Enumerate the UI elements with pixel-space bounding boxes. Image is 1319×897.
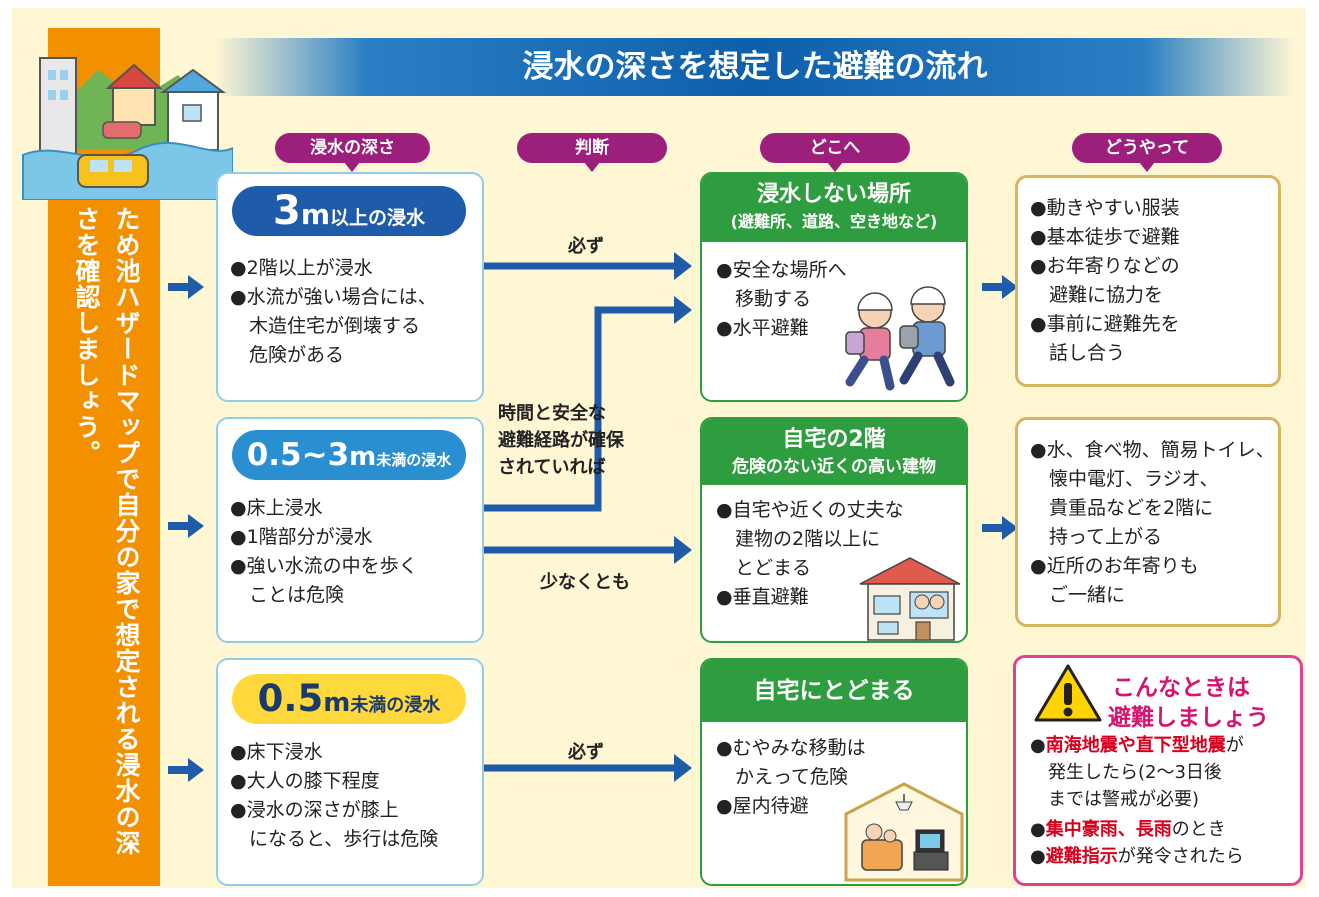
header-how-pointer [1139, 162, 1155, 172]
depth-suffix: 未満の浸水 [350, 695, 441, 716]
how-box-2 [1015, 417, 1281, 627]
depth-number: 0.5 [257, 677, 324, 720]
depth-suffix: 以上の浸水 [330, 207, 426, 229]
header-depth: 浸水の深さ [275, 133, 430, 163]
judgment-conditional: 時間と安全な 避難経路が確保 されていれば [498, 403, 624, 478]
destination-subtitle: 危険のない近くの高い建物 [732, 457, 936, 477]
judgment-at-least: 少なくとも [540, 572, 630, 593]
depth-body-0.5m: ●床下浸水 ●大人の膝下程度 ●浸水の深さが膝上 になると、歩行は危険 [230, 741, 439, 850]
destination-body-3: ●むやみな移動は かえって危険 ●屋内待避 [716, 737, 866, 817]
judgment-arrows [484, 252, 692, 782]
flooded-town-illustration [18, 30, 234, 201]
header-where: どこへ [760, 133, 910, 163]
how-box-1 [1015, 175, 1281, 387]
destination-subtitle: (避難所、道路、空き地など) [730, 212, 938, 231]
destination-title: 自宅にとどまる [753, 678, 915, 704]
header-judgment-pointer [584, 162, 600, 172]
depth-unit: m [323, 688, 351, 718]
depth-unit: m [349, 442, 377, 472]
caution-item-rain: ●集中豪雨、長雨のとき [1030, 819, 1226, 840]
arrow-left-3 [168, 766, 190, 774]
arrow-right-1-head [1002, 275, 1018, 299]
depth-body-0.5-3m: ●床上浸水 ●1階部分が浸水 ●強い水流の中を歩く ことは危険 [230, 497, 418, 606]
side-instruction-text: ため池ハザードマップで自分の家で想定される浸水の深さを確認しましょう。 [72, 206, 141, 856]
caution-title-line-2: 避難しましょう [1108, 705, 1269, 731]
depth-unit: m [300, 198, 330, 231]
arrow-left-2-head [188, 514, 204, 538]
arrow-left-2 [168, 522, 190, 530]
arrow-left-3-head [188, 758, 204, 782]
arrow-left-1 [168, 283, 190, 291]
judgment-must-1: 必ず [568, 236, 604, 257]
destination-box-1: 浸水しない場所 (避難所、道路、空き地など) [700, 172, 968, 402]
title-band [215, 38, 1295, 96]
caution-item-order: ●避難指示が発令されたら [1030, 846, 1244, 867]
depth-label-0.5m: 0.5m未満の浸水 [232, 674, 466, 724]
house-illustration [856, 554, 964, 642]
depth-body-3m: ●2階以上が浸水 ●水流が強い場合には、 木造住宅が倒壊する 危険がある [230, 257, 437, 366]
destination-box-3: 自宅にとどまる [700, 658, 968, 886]
how-body-2: ●水、食べ物、簡易トイレ、 懐中電灯、ラジオ、 貴重品などを2階に 持って上がる… [1030, 439, 1275, 606]
family-indoors-illustration [842, 780, 966, 884]
arrow-right-1 [982, 283, 1004, 291]
arrow-right-2-head [1002, 516, 1018, 540]
judgment-must-2: 必ず [568, 742, 604, 763]
caution-rain-text: のとき [1171, 819, 1226, 840]
page-title: 浸水の深さを想定した避難の流れ [522, 49, 988, 85]
caution-order-highlight: 避難指示 [1045, 846, 1118, 867]
depth-number: 0.5~3 [246, 437, 350, 473]
caution-rain-highlight: 集中豪雨、長雨 [1045, 819, 1172, 840]
header-where-pointer [827, 162, 843, 172]
caution-item-earthquake: ●南海地震や直下型地震が 発生したら(2～3日後 までは警戒が必要) [1030, 735, 1244, 810]
destination-title: 浸水しない場所 [756, 182, 911, 207]
destination-header-3: 自宅にとどまる [702, 660, 966, 722]
destination-body-2: ●自宅や近くの丈夫な 建物の2階以上に とどまる ●垂直避難 [716, 499, 904, 608]
destination-header-1: 浸水しない場所 (避難所、道路、空き地など) [702, 174, 966, 242]
header-depth-pointer [344, 162, 360, 172]
destination-title: 自宅の2階 [782, 427, 886, 452]
depth-suffix: 未満の浸水 [376, 451, 452, 469]
arrow-left-1-head [188, 275, 204, 299]
arrow-right-2 [982, 524, 1004, 532]
evacuating-people-illustration [820, 282, 970, 402]
how-body-1: ●動きやすい服装 ●基本徒歩で避難 ●お年寄りなどの 避難に協力を ●事前に避難… [1030, 197, 1180, 364]
header-judgment: 判断 [517, 133, 667, 163]
depth-number: 3 [272, 188, 301, 234]
caution-order-text: が発令されたら [1117, 846, 1244, 867]
caution-earthquake-highlight: 南海地震や直下型地震 [1045, 735, 1226, 756]
depth-label-0.5-3m: 0.5~3m未満の浸水 [232, 430, 466, 480]
depth-label-3m: 3m以上の浸水 [232, 186, 466, 236]
caution-earthquake-text: が 発生したら(2～3日後 までは警戒が必要) [1047, 735, 1244, 810]
header-how: どうやって [1072, 133, 1222, 163]
destination-body-1: ●安全な場所へ 移動する ●水平避難 [716, 259, 847, 339]
warning-icon [1034, 663, 1102, 723]
destination-header-2: 自宅の2階 危険のない近くの高い建物 [702, 419, 966, 485]
caution-title-line-1: こんなときは [1112, 675, 1250, 701]
